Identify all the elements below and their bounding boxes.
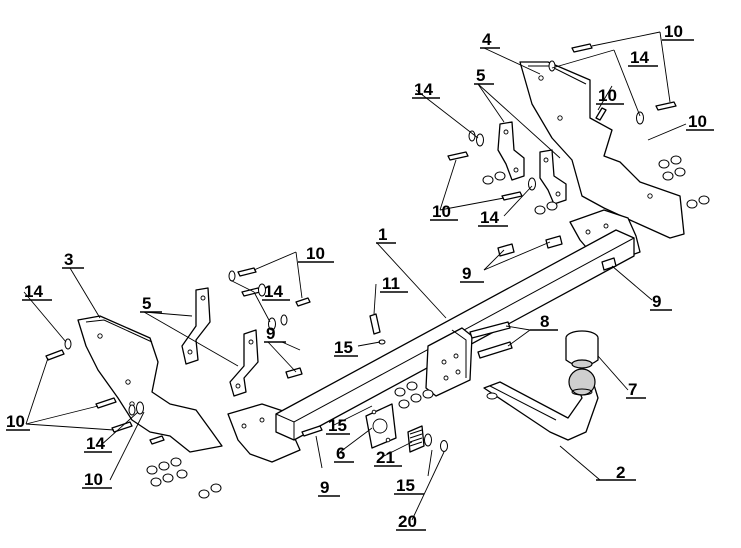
callout-10-right: 10 <box>688 112 707 131</box>
callout-14-left-top: 14 <box>264 282 283 301</box>
callout-8: 8 <box>540 312 549 331</box>
callout-underlines <box>6 39 714 531</box>
callout-10-left-bottom: 10 <box>84 470 103 489</box>
callout-labels: 1 2 3 4 5 5 6 7 8 9 9 9 9 10 10 10 10 10… <box>6 22 707 531</box>
callout-7: 7 <box>628 380 637 399</box>
callout-9-middle: 9 <box>462 264 471 283</box>
callout-14-left-low: 14 <box>86 434 105 453</box>
callout-4: 4 <box>482 30 492 49</box>
callout-6: 6 <box>336 444 345 463</box>
left-z-bracket-front <box>181 287 211 365</box>
left-side-bracket <box>77 315 223 453</box>
leader-lines <box>23 31 687 521</box>
callout-14-left: 14 <box>24 282 43 301</box>
callout-9-bottom: 9 <box>320 478 329 497</box>
callout-10-left: 10 <box>6 412 25 431</box>
callout-1: 1 <box>378 225 387 244</box>
callout-5-left: 5 <box>142 294 151 313</box>
callout-3: 3 <box>64 250 73 269</box>
callout-15-lower: 15 <box>396 476 415 495</box>
ball-cover <box>565 330 599 369</box>
callout-14-mid: 14 <box>480 208 499 227</box>
left-z-bracket-rear <box>229 329 259 397</box>
callout-10-right-mid: 10 <box>598 86 617 105</box>
right-z-bracket-rear <box>539 149 567 205</box>
callout-14-top-right: 14 <box>630 48 649 67</box>
callout-14-upper: 14 <box>414 80 433 99</box>
callout-20: 20 <box>398 512 417 531</box>
socket-plate <box>365 403 397 449</box>
callout-11: 11 <box>382 274 400 293</box>
tow-ball-neck <box>483 368 599 441</box>
callout-10-top-left: 10 <box>306 244 325 263</box>
callout-9-right: 9 <box>652 292 661 311</box>
bolt-set <box>45 43 710 499</box>
callout-2: 2 <box>616 463 625 482</box>
spring-assembly <box>407 425 448 453</box>
callout-15-middle: 15 <box>328 416 347 435</box>
callout-10-top-right: 10 <box>664 22 683 41</box>
callout-9-left: 9 <box>266 324 275 343</box>
main-cross-beam <box>227 209 641 463</box>
callout-5-upper: 5 <box>476 66 485 85</box>
callout-10-mid: 10 <box>432 202 451 221</box>
right-z-bracket-front <box>497 121 525 181</box>
callout-21: 21 <box>376 448 395 467</box>
callout-15-upper: 15 <box>334 338 353 357</box>
